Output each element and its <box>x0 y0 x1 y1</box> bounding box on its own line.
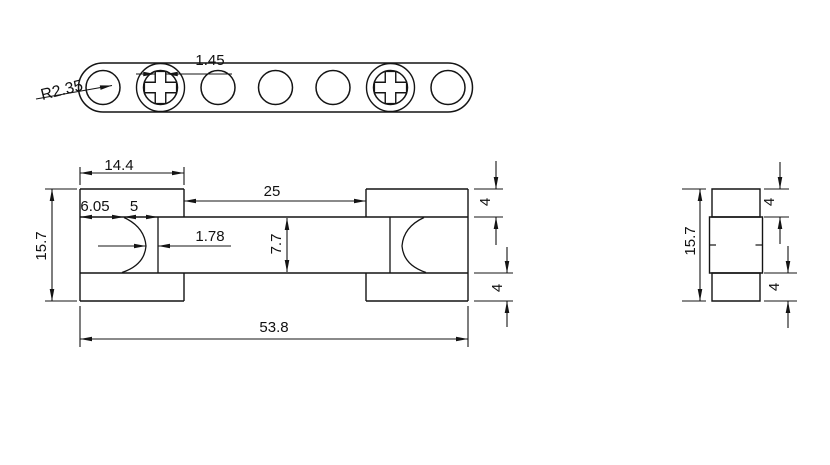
arrow-15-7-side-bottom <box>697 289 703 301</box>
dim-label-7-7: 7.7 <box>268 234 285 255</box>
arrow-1-45-right <box>165 71 178 77</box>
arrow-25-right <box>354 198 366 204</box>
arrow-15-7-front-top <box>49 189 55 201</box>
side-view-bottom-rect <box>711 272 761 302</box>
arrow-1-45-left <box>143 71 156 77</box>
arrow-5-right <box>146 214 158 220</box>
top-view-hole-4 <box>257 69 294 106</box>
arrow-53-8-left <box>80 336 92 342</box>
axle-cross-right <box>373 70 408 105</box>
top-view-hole-1 <box>85 69 121 106</box>
arrow-4-front-top-lower <box>493 217 499 229</box>
dim-label-53-8: 53.8 <box>259 319 288 336</box>
arrow-6-05-right <box>112 214 124 220</box>
dim-label-r2-35: R2.35 <box>39 77 85 104</box>
arrow-4-front-bot-upper <box>504 261 510 273</box>
side-view-top-rect <box>711 188 761 218</box>
dim-label-1-78: 1.78 <box>195 228 224 245</box>
arrow-1-78-left <box>134 243 146 249</box>
side-view-middle-rect <box>708 216 764 274</box>
arrow-6-05-left <box>80 214 92 220</box>
dim-label-4-front-top: 4 <box>477 198 494 206</box>
arrow-4-side-top-upper <box>777 177 783 189</box>
arrow-15-7-front-bottom <box>49 289 55 301</box>
arrow-4-side-top-lower <box>777 217 783 229</box>
front-notch-right-curve <box>401 216 427 274</box>
arrow-14-4-left <box>80 170 92 176</box>
dim-label-1-45: 1.45 <box>195 52 224 69</box>
arrow-4-side-bot-upper <box>785 261 791 273</box>
arrow-r2-35 <box>99 85 112 90</box>
arrow-1-78-right <box>158 243 170 249</box>
arrow-4-front-bot-lower <box>504 301 510 313</box>
dim-label-6-05: 6.05 <box>80 198 109 215</box>
arrow-25-left <box>184 198 196 204</box>
dim-label-4-side-top: 4 <box>761 198 778 206</box>
dim-label-15-7-front: 15.7 <box>33 231 50 260</box>
dim-label-25: 25 <box>264 183 281 200</box>
arrow-53-8-right <box>456 336 468 342</box>
top-view-hole-6 <box>372 69 409 106</box>
dim-label-15-7-side: 15.7 <box>682 226 699 255</box>
top-view-hole-5 <box>315 69 351 106</box>
arrow-4-front-top-upper <box>493 177 499 189</box>
dim-label-5: 5 <box>130 198 138 215</box>
dim-label-14-4: 14.4 <box>104 157 133 174</box>
dim-label-4-side-bot: 4 <box>766 283 783 291</box>
axle-outer-circle-left <box>135 62 186 113</box>
radius-leader-line <box>35 84 113 100</box>
top-view-beam-outline <box>77 62 474 113</box>
arrow-14-4-right <box>172 170 184 176</box>
arrow-5-left <box>124 214 136 220</box>
arrow-15-7-side-top <box>697 189 703 201</box>
axle-cross-left <box>143 70 178 105</box>
arrow-7-7-top <box>284 218 290 230</box>
axle-outer-circle-right <box>365 62 416 113</box>
dim-label-4-front-bot: 4 <box>489 284 506 292</box>
top-view-hole-2 <box>142 69 179 106</box>
top-view-hole-3 <box>200 69 236 106</box>
top-view-hole-7 <box>430 69 466 106</box>
arrow-4-side-bot-lower <box>785 301 791 313</box>
arrow-7-7-bottom <box>284 260 290 272</box>
